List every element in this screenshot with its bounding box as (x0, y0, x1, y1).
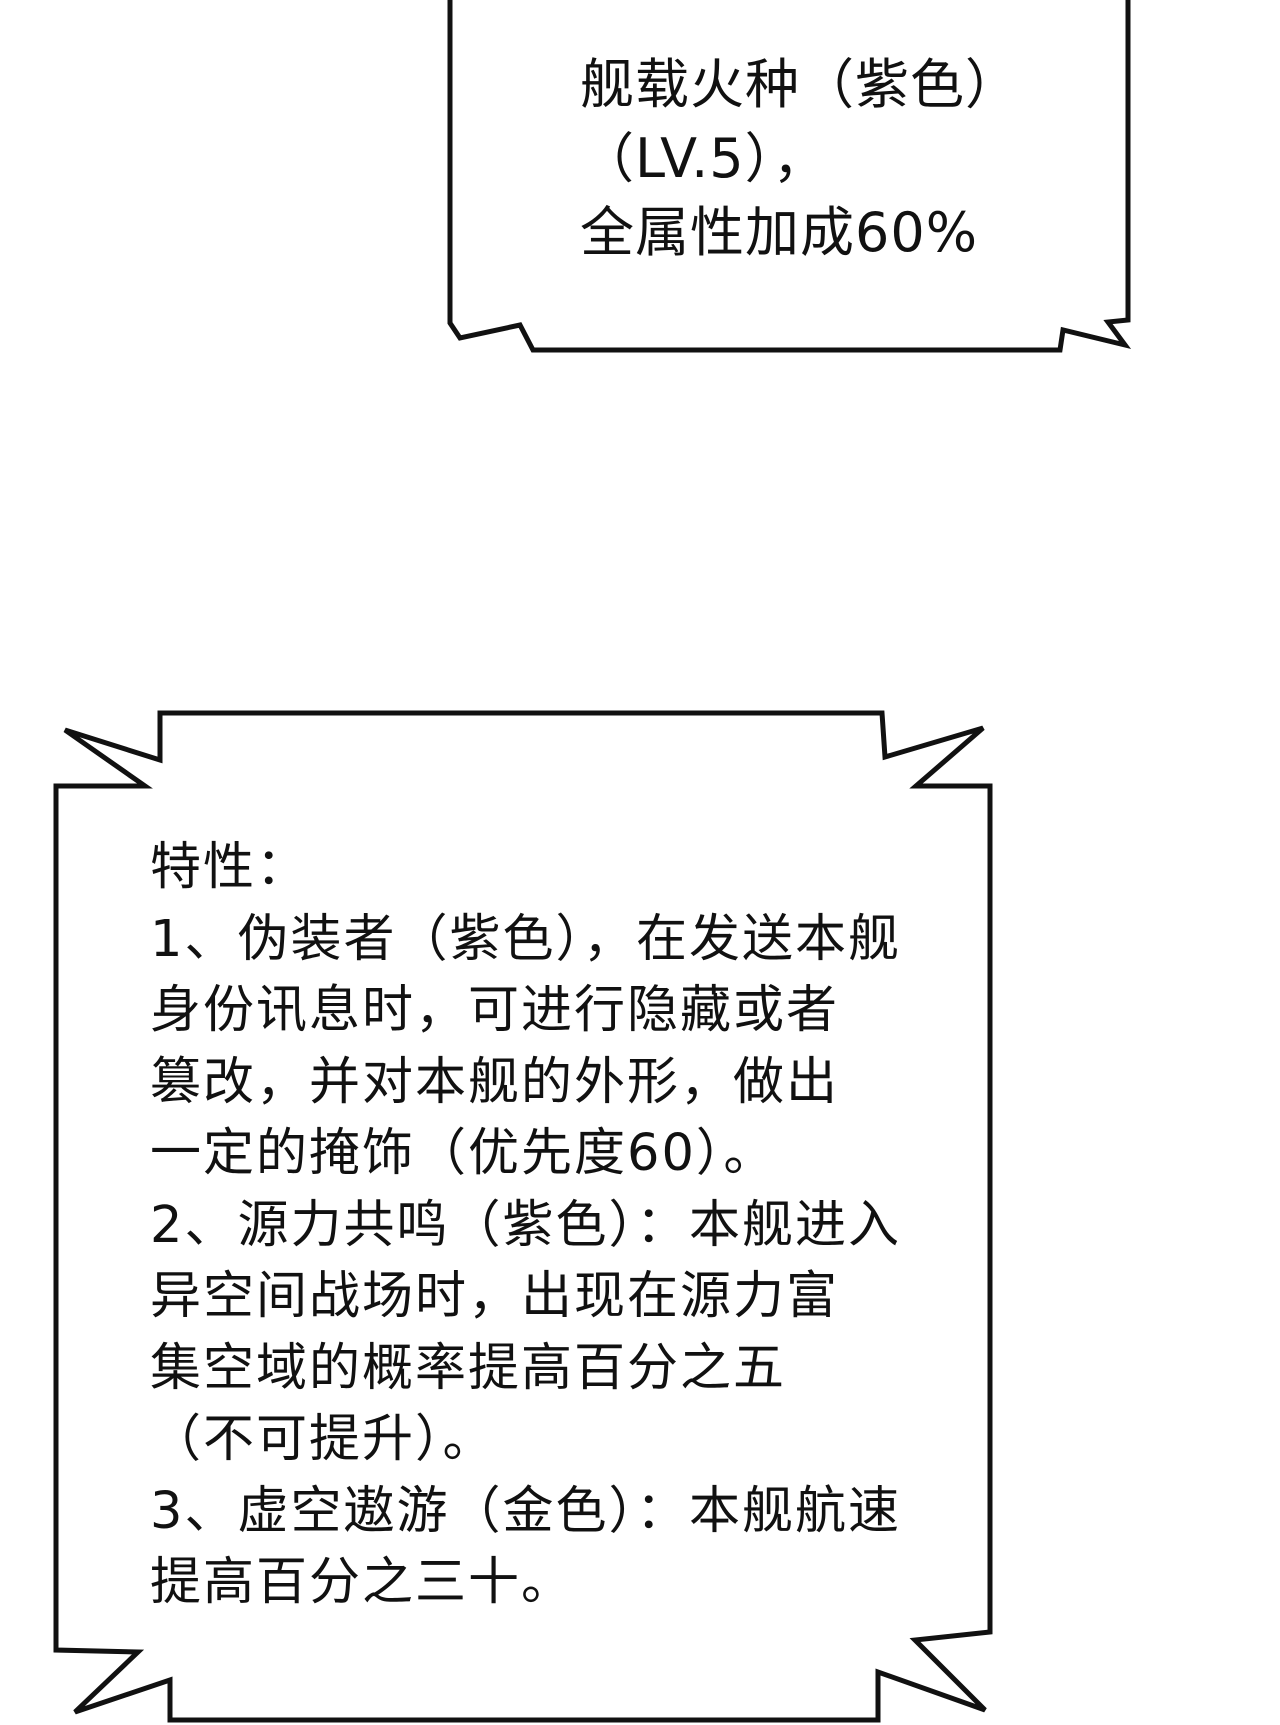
bubble-bottom-line: 异空间战场时，出现在源力富 (150, 1267, 840, 1326)
bubble-bottom-line: 2、源力共鸣（紫色）：本舰进入 (150, 1195, 901, 1255)
bubble-bottom-line: （不可提升）。 (150, 1410, 496, 1469)
bubble-bottom-line: 提高百分之三十。 (150, 1553, 575, 1612)
speech-bubble-bottom-text: 特性： 1、伪装者（紫色），在发送本舰 身份讯息时，可进行隐藏或者 篡改，并对本… (150, 832, 901, 1619)
bubble-bottom-line: 身份讯息时，可进行隐藏或者 (150, 981, 840, 1040)
bubble-bottom-line: 集空域的概率提高百分之五 (150, 1338, 787, 1398)
bubble-top-line: （LV.5）， (580, 127, 828, 190)
bubble-bottom-line: 一定的掩饰（优先度60）。 (150, 1124, 777, 1183)
speech-bubble-bottom-outline (53, 710, 993, 1723)
bubble-bottom-line: 3、虚空遨游（金色）：本舰航速 (150, 1481, 901, 1541)
bubble-bottom-line: 篡改，并对本舰的外形，做出 (150, 1052, 840, 1112)
bubble-top-line: 舰载火种（紫色） (580, 53, 1020, 116)
bubble-bottom-line: 1、伪装者（紫色），在发送本舰 (150, 909, 901, 969)
bubble-top-line: 全属性加成60% (580, 201, 979, 264)
speech-bubble-top-text: 舰载火种（紫色） （LV.5）， 全属性加成60% (580, 48, 1020, 270)
bubble-bottom-line: 特性： (150, 838, 310, 897)
speech-bubble-top-outline (447, 0, 1132, 353)
